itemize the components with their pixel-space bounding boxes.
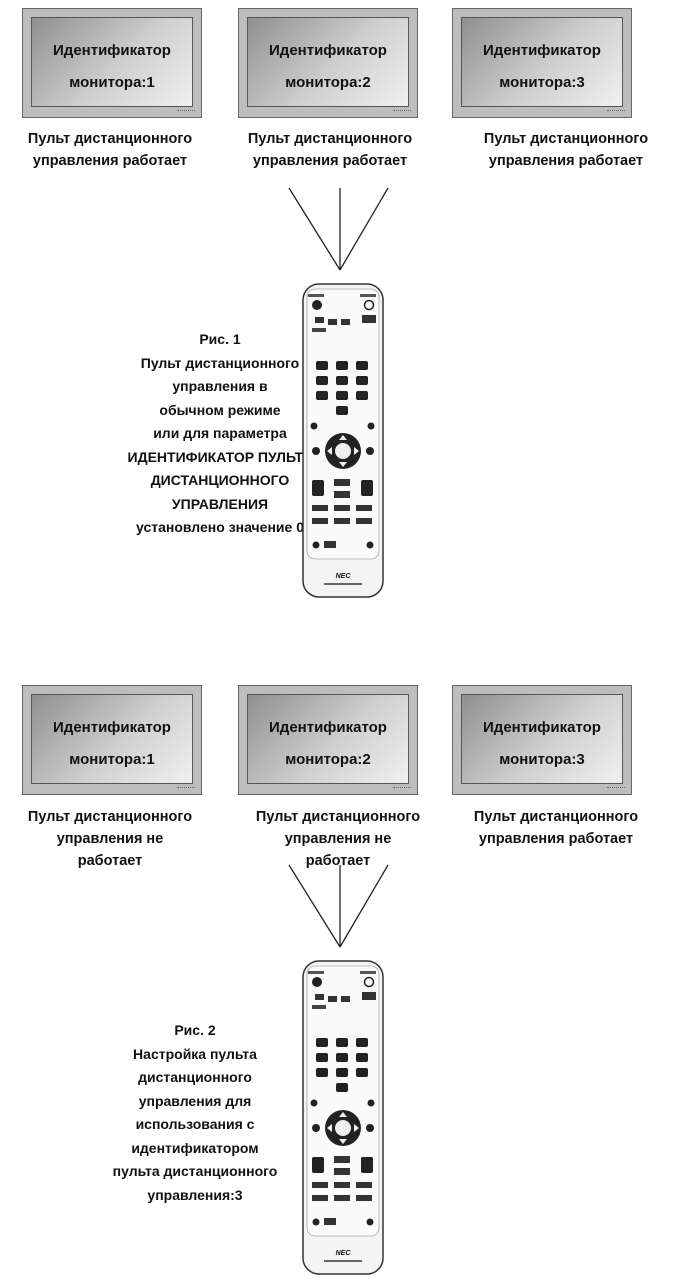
monitor-1: Идентификатор монитора:1 <box>22 8 202 118</box>
monitor-2-status: Пульт дистанционного управления не работ… <box>255 809 421 869</box>
power-icon <box>312 977 322 987</box>
signal-lines <box>288 187 389 271</box>
monitor-3: Идентификатор монитора:3 <box>452 8 632 118</box>
monitor-3-status: Пульт дистанционного управления работает <box>483 131 649 169</box>
remote-control: NEC <box>302 283 384 603</box>
brand-logo: NEC <box>336 1250 352 1257</box>
monitor-id-value: монитора:1 <box>69 74 155 91</box>
monitor-id-value: монитора:2 <box>285 74 371 91</box>
monitor-2: Идентификатор монитора:2 <box>238 8 418 118</box>
monitor-3-status: Пульт дистанционного управления работает <box>473 809 639 847</box>
brand-logo: NEC <box>336 573 352 580</box>
monitor-id-label: Идентификатор <box>53 719 171 736</box>
remote-control-drawing: NEC <box>302 283 384 598</box>
figure-1: Идентификатор монитора:1 Идентификатор м… <box>0 0 673 620</box>
monitor-1-status: Пульт дистанционного управления не работ… <box>27 809 193 869</box>
monitor-id-label: Идентификатор <box>483 719 601 736</box>
monitor-2-status: Пульт дистанционного управления работает <box>247 131 413 169</box>
figure-1-description: Рис. 1 Пульт дистанционного управления в… <box>120 328 320 540</box>
signal-lines <box>288 864 389 948</box>
standby-icon <box>363 299 375 311</box>
monitor-1: Идентификатор монитора:1 <box>22 685 202 795</box>
figure-2: Идентификатор монитора:1 Идентификатор м… <box>0 675 673 1275</box>
monitor-id-label: Идентификатор <box>269 719 387 736</box>
monitor-id-value: монитора:3 <box>499 74 585 91</box>
remote-control: NEC <box>302 960 384 1280</box>
monitor-2: Идентификатор монитора:2 <box>238 685 418 795</box>
monitor-id-value: монитора:2 <box>285 751 371 768</box>
figure-title: Рис. 1 <box>199 331 241 347</box>
monitor-id-label: Идентификатор <box>53 42 171 59</box>
monitor-id-label: Идентификатор <box>483 42 601 59</box>
monitor-3: Идентификатор монитора:3 <box>452 685 632 795</box>
monitor-id-label: Идентификатор <box>269 42 387 59</box>
figure-title: Рис. 2 <box>174 1022 216 1038</box>
monitor-1-status: Пульт дистанционного управления работает <box>27 131 193 169</box>
monitor-id-value: монитора:1 <box>69 751 155 768</box>
remote-control-drawing: NEC <box>302 960 384 1275</box>
figure-2-description: Рис. 2 Настройка пульта дистанционного у… <box>86 1019 304 1207</box>
monitor-id-value: монитора:3 <box>499 751 585 768</box>
power-icon <box>312 300 322 310</box>
standby-icon <box>363 976 375 988</box>
